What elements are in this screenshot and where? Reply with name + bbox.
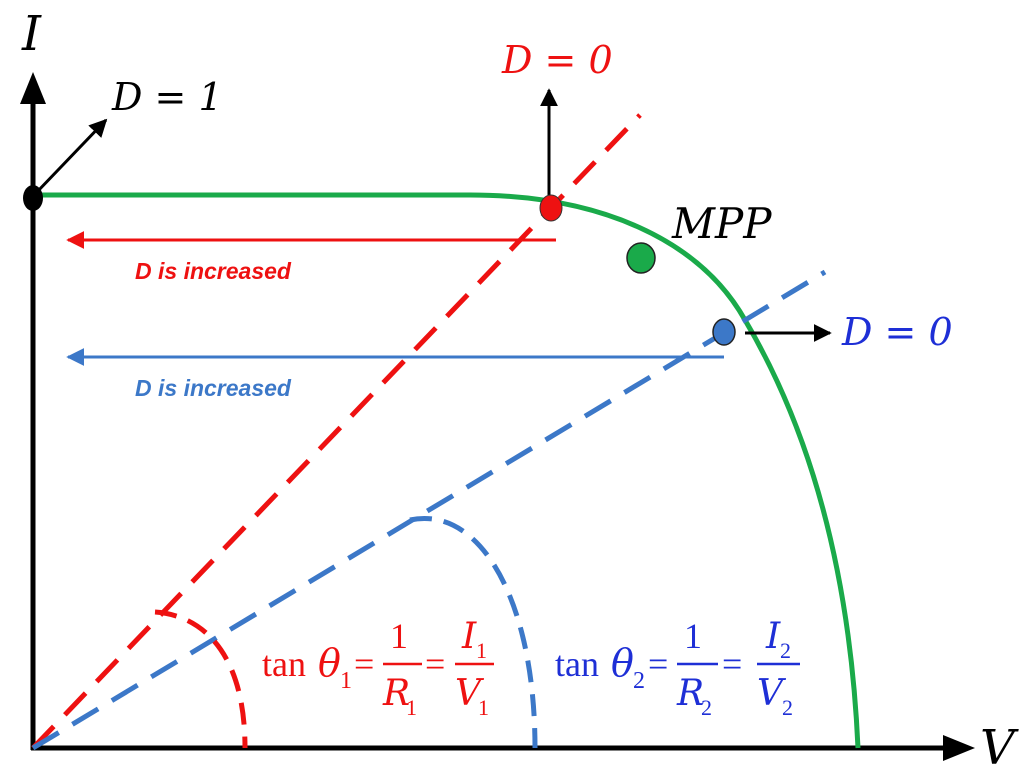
eq1-theta: θ — [318, 641, 341, 685]
red-intersection-point — [539, 194, 563, 222]
d1-label: D = 1 — [111, 75, 223, 119]
eq2-den2: V — [757, 673, 787, 714]
eq1-eq-b: = — [425, 644, 445, 684]
blue-d0-label: D = 0 — [841, 310, 953, 354]
short-circuit-point — [23, 185, 43, 211]
theta2-arc — [409, 516, 538, 749]
red-d-increased-label: D is increased — [135, 258, 292, 284]
eq1-den1-sub: 1 — [406, 695, 417, 720]
eq2-tan: tan — [555, 644, 599, 684]
x-axis-label: V — [980, 720, 1019, 774]
blue-load-line — [31, 269, 827, 751]
eq2-theta-sub: 2 — [633, 668, 645, 694]
eq1-den2: V — [455, 673, 485, 714]
blue-intersection-point — [712, 318, 736, 346]
x-axis-arrowhead — [943, 735, 975, 761]
eq1-den1: R — [382, 673, 410, 714]
eq2-num2: I — [765, 616, 781, 657]
eq2-num2-sub: 2 — [780, 638, 791, 663]
eq2-den2-sub: 2 — [782, 695, 793, 720]
d1-arrow — [34, 118, 108, 195]
eq2-eq-b: = — [722, 644, 742, 684]
eq1-den2-sub: 1 — [478, 695, 489, 720]
red-load-line — [31, 113, 642, 750]
blue-d-increased-label: D is increased — [135, 375, 292, 401]
mpp-label: MPP — [671, 199, 772, 248]
mpp-point — [626, 242, 656, 274]
eq2-den1: R — [676, 673, 704, 714]
eq1-tan: tan — [262, 644, 306, 684]
theta1-arc — [154, 609, 248, 749]
equation-theta2: tan θ 2 = 1 R 2 = I 2 V 2 — [555, 616, 800, 720]
eq2-den1-sub: 2 — [701, 695, 712, 720]
eq2-theta: θ — [611, 641, 634, 685]
eq1-num1: 1 — [390, 616, 408, 656]
equation-theta1: tan θ 1 = 1 R 1 = I 1 V 1 — [262, 616, 494, 720]
y-axis-label: I — [21, 6, 42, 62]
eq1-num2-sub: 1 — [476, 638, 487, 663]
eq1-eq-a: = — [354, 644, 374, 684]
eq1-num2: I — [461, 616, 477, 657]
eq1-theta-sub: 1 — [340, 668, 352, 694]
y-axis-arrowhead — [20, 72, 46, 104]
eq2-num1: 1 — [684, 616, 702, 656]
eq2-eq-a: = — [648, 644, 668, 684]
red-d0-label: D = 0 — [501, 38, 613, 82]
